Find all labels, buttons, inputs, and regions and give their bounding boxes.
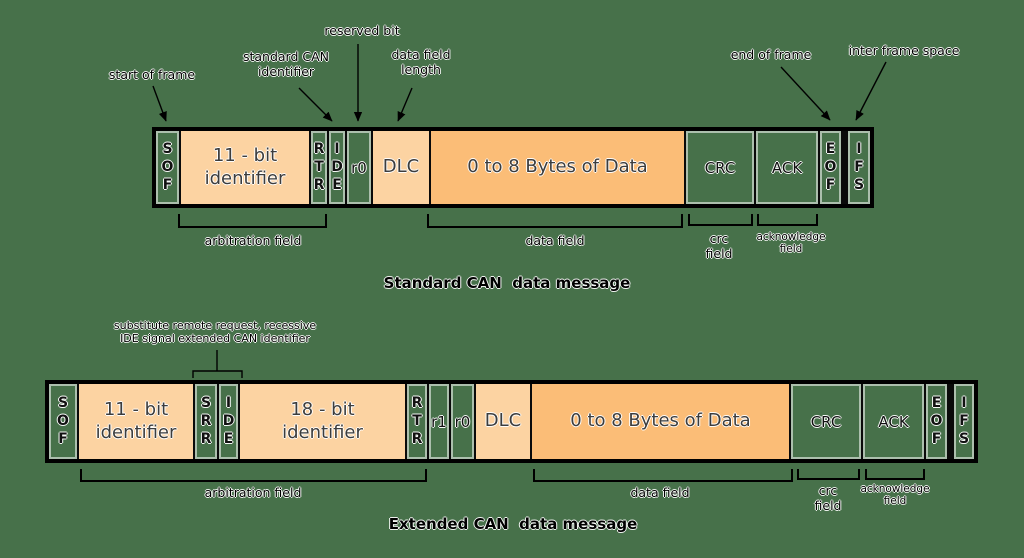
ext-cell-identifier-18: 18 - bit identifier	[238, 384, 405, 459]
std-cell-r0: r0	[345, 131, 371, 204]
extended-frame-title: Extended CAN data message	[388, 515, 638, 533]
std-bracket-ack	[757, 214, 818, 226]
callout-inter-frame-space: inter frame space	[848, 43, 960, 58]
arrow-start-of-frame	[152, 85, 167, 122]
ext-cell-r0: r0	[449, 384, 474, 459]
ext-label-arbitration-field: arbitration field	[204, 485, 302, 500]
std-label-crc-field: crc field	[705, 231, 733, 261]
ext-cell-dlc: DLC	[474, 384, 530, 459]
arrow-standard-can-identifier	[298, 87, 333, 122]
ext-cell-ack: ACK	[861, 384, 924, 459]
arrow-data-field-length	[397, 87, 413, 122]
connector-srr-ide	[192, 350, 243, 378]
std-cell-ide: IDE	[327, 131, 345, 204]
ext-cell-ifs: IFS	[947, 384, 974, 459]
callout-standard-can-identifier: standard CAN identifier	[242, 49, 330, 79]
callout-reserved-bit: reserved bit	[324, 23, 400, 38]
std-cell-dlc: DLC	[371, 131, 429, 204]
std-bracket-crc	[688, 214, 753, 226]
ext-cell-eof: EOF	[924, 384, 947, 459]
ext-bracket-data	[533, 469, 793, 482]
callout-data-field-length: data field length	[391, 47, 451, 77]
std-cell-eof: EOF	[818, 131, 841, 204]
std-cell-rtr: RTR	[309, 131, 327, 204]
ext-label-data-field: data field	[630, 485, 690, 500]
ext-cell-srr: SRR	[193, 384, 217, 459]
std-label-data-field: data field	[525, 233, 585, 248]
std-cell-ack: ACK	[754, 131, 818, 204]
ext-cell-ide: IDE	[217, 384, 238, 459]
callout-start-of-frame: start of frame	[108, 67, 196, 82]
ext-bracket-arbitration	[80, 469, 427, 482]
callout-end-of-frame: end of frame	[730, 47, 812, 62]
standard-frame-title: Standard CAN data message	[383, 274, 631, 292]
std-cell-sof: SOF	[156, 131, 179, 204]
std-cell-crc: CRC	[684, 131, 754, 204]
ext-label-crc-field: crc field	[814, 483, 842, 513]
std-bracket-data	[427, 214, 683, 228]
extended-can-frame: SOF 11 - bit identifier SRR IDE 18 - bit…	[45, 380, 978, 463]
ext-cell-data: 0 to 8 Bytes of Data	[530, 384, 789, 459]
ext-bracket-ack	[865, 469, 925, 480]
ext-cell-sof: SOF	[49, 384, 77, 459]
ext-cell-rtr: RTR	[405, 384, 427, 459]
arrow-end-of-frame	[780, 66, 831, 121]
ext-cell-r1: r1	[427, 384, 449, 459]
std-bracket-arbitration	[178, 214, 327, 228]
standard-can-frame: SOF 11 - bit identifier RTR IDE r0 DLC 0…	[152, 127, 874, 208]
std-cell-data: 0 to 8 Bytes of Data	[429, 131, 684, 204]
ext-cell-identifier-11: 11 - bit identifier	[77, 384, 193, 459]
arrow-inter-frame-space	[855, 61, 887, 121]
callout-srr-ide: substitute remote request, recessive IDE…	[113, 319, 317, 345]
std-cell-ifs: IFS	[841, 131, 870, 204]
std-cell-identifier: 11 - bit identifier	[179, 131, 309, 204]
ext-cell-crc: CRC	[789, 384, 861, 459]
std-label-acknowledge-field: acknowledge field	[756, 231, 826, 256]
ext-label-acknowledge-field: acknowledge field	[860, 483, 930, 508]
ext-bracket-crc	[797, 469, 860, 480]
std-label-arbitration-field: arbitration field	[204, 233, 302, 248]
